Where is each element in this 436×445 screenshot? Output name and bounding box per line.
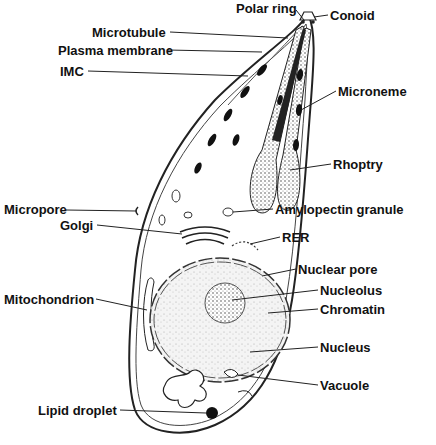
rhoptry-neck [272,28,306,142]
leader-line [233,209,273,212]
leader-line [66,210,136,211]
leader-line [88,71,248,76]
lipid-droplet [206,407,218,419]
golgi-cisterna [180,227,230,232]
part-label: Nucleolus [320,283,382,298]
microneme [206,132,218,147]
part-label: Vacuole [320,378,369,393]
golgi [180,227,230,244]
microneme [239,85,252,100]
nucleus-envelope-inner [154,262,286,378]
part-label: Chromatin [320,302,385,317]
nucleus-envelope [150,258,290,382]
part-label: Microneme [338,84,407,99]
microneme [231,133,241,146]
leader-line [168,50,262,52]
vesicle [238,391,252,396]
polar-ring [301,20,305,24]
golgi-cisterna [182,233,228,238]
amylopectin-granule [223,208,233,216]
part-label: Nucleus [320,340,371,355]
leader-line [96,299,147,310]
part-label: Plasma membrane [58,43,173,58]
leader-line [170,32,288,38]
leader-line [296,10,304,20]
microneme [292,139,299,151]
leader-line [301,91,336,110]
part-label: Polar ring [236,1,297,16]
inner-membrane-complex [136,24,308,425]
part-label: Lipid droplet [38,403,117,418]
plasma-membrane [129,14,313,433]
part-label: Amylopectin granule [275,202,404,217]
leader-line [250,237,280,244]
amylopectin-group [159,190,233,225]
vacuole [224,369,238,377]
part-label: Conoid [330,8,375,23]
amylopectin-granule [184,212,192,218]
nucleolus [205,283,245,323]
leader-line [262,269,296,276]
part-label: Nuclear pore [298,262,377,277]
vacuole [163,370,206,408]
part-label: Microtubule [92,25,166,40]
leader-line [314,15,328,17]
leader-line [238,375,318,385]
microneme [276,95,283,106]
leader-line [120,410,206,413]
microneme [222,107,234,122]
microneme [296,69,304,82]
polar-ring [311,20,315,24]
leader-line [268,309,318,313]
amylopectin-granule [159,215,165,225]
part-label: Rhoptry [333,157,383,172]
part-label: Micropore [4,202,67,217]
leader-line [290,164,331,170]
golgi-cisterna [186,240,224,245]
part-label: RER [282,230,309,245]
micropore [136,207,138,215]
microneme-group [193,63,304,175]
part-label: IMC [60,64,84,79]
microneme [255,63,269,78]
leader-line [97,225,182,234]
part-label: Golgi [60,218,93,233]
microneme [193,161,204,174]
leader-line [232,290,318,300]
amylopectin-granule [172,190,180,202]
part-label: Mitochondrion [4,292,94,307]
leader-line [250,347,318,352]
